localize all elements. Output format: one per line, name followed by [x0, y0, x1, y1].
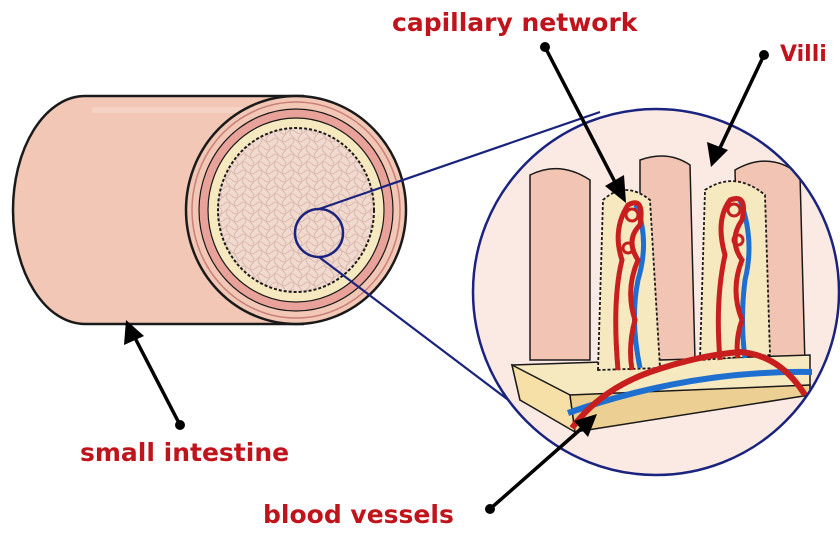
- small-intestine-label: small intestine: [80, 440, 289, 465]
- blood-vessels-label: blood vessels: [263, 502, 454, 527]
- villi-label: Villi: [780, 44, 827, 66]
- capillary-network-label: capillary network: [392, 10, 637, 35]
- villi-magnified-view: [473, 109, 839, 475]
- intestine-cross-section: [186, 96, 406, 324]
- arrow-small-intestine: [124, 320, 185, 430]
